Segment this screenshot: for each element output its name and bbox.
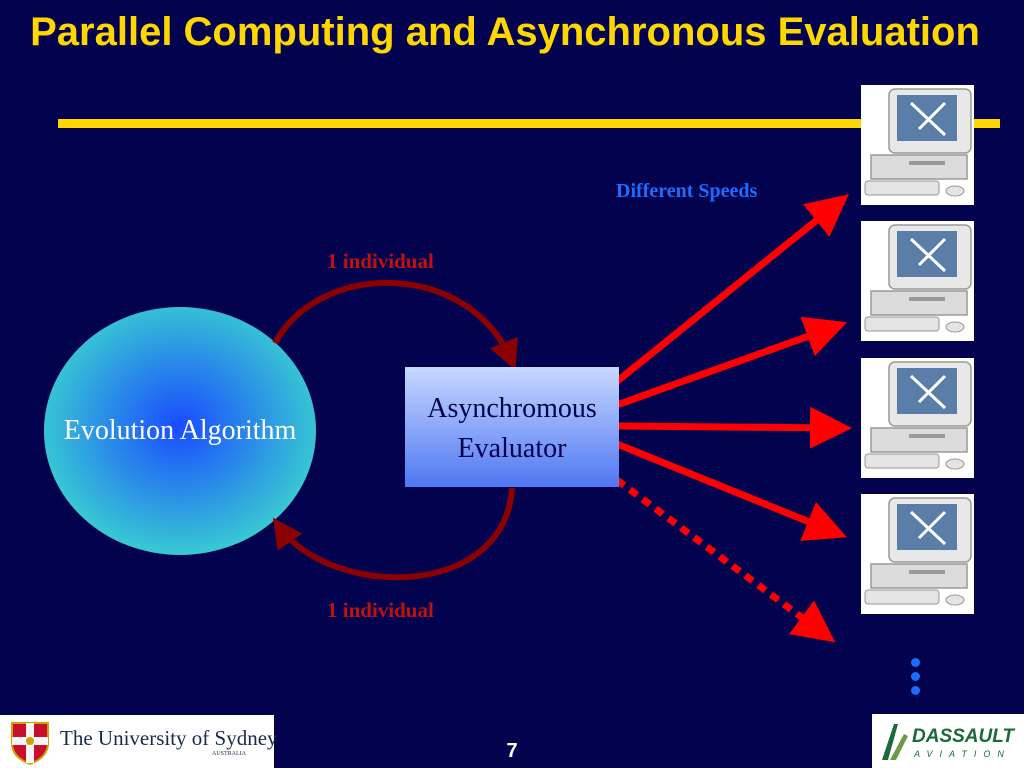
evaluator-label-line1: Asynchromous: [427, 393, 597, 424]
ellipsis-dot: [911, 686, 920, 695]
desktop-computer-icon: [864, 224, 972, 333]
dassault-emblem-icon: [882, 724, 908, 760]
arrow-to-computer-3: [618, 406, 852, 449]
desktop-computer-icon: [864, 361, 972, 470]
university-crest-icon: [11, 722, 49, 765]
bottom-loop-arrow: [272, 487, 515, 581]
arrow-to-computer-2: [615, 316, 848, 409]
computer-4-image: [861, 494, 974, 614]
dassault-name: DASSAULT: [912, 726, 1015, 747]
top-flow-label: 1 individual: [327, 249, 434, 273]
arrow-to-computer-1: [612, 194, 849, 386]
title-underline: [58, 119, 1000, 128]
top-loop-arrow: [272, 279, 518, 371]
university-name: The University of Sydney: [60, 726, 278, 750]
evolution-algorithm-ellipse: [44, 307, 316, 555]
asynchronous-evaluator-box: Asynchromous Evaluator: [405, 367, 619, 487]
ellipsis-dot: [911, 672, 920, 681]
slide-title: Parallel Computing and Asynchronous Eval…: [30, 10, 980, 54]
dassault-aviation-logo: DASSAULT AVIATION: [872, 714, 1024, 768]
different-speeds-label: Different Speeds: [616, 180, 758, 202]
more-computers-ellipsis: [911, 658, 920, 700]
ellipsis-dot: [911, 658, 920, 667]
desktop-computer-icon: [864, 88, 972, 197]
computer-2-image: [861, 221, 974, 341]
arrow-to-computer-4: [615, 440, 847, 541]
dotted-arrow-more: [614, 477, 836, 643]
university-sub: AUSTRALIA: [212, 751, 246, 757]
university-of-sydney-logo: The University of Sydney AUSTRALIA: [0, 715, 278, 768]
page-number: 7: [506, 740, 518, 762]
evaluator-label-line2: Evaluator: [457, 433, 567, 464]
evolution-algorithm-label: Evolution Algorithm: [63, 415, 297, 446]
desktop-computer-icon: [864, 497, 972, 606]
computer-1-image: [861, 85, 974, 205]
dassault-sub: AVIATION: [914, 749, 1011, 759]
computer-3-image: [861, 358, 974, 478]
bottom-flow-label: 1 individual: [327, 598, 434, 622]
